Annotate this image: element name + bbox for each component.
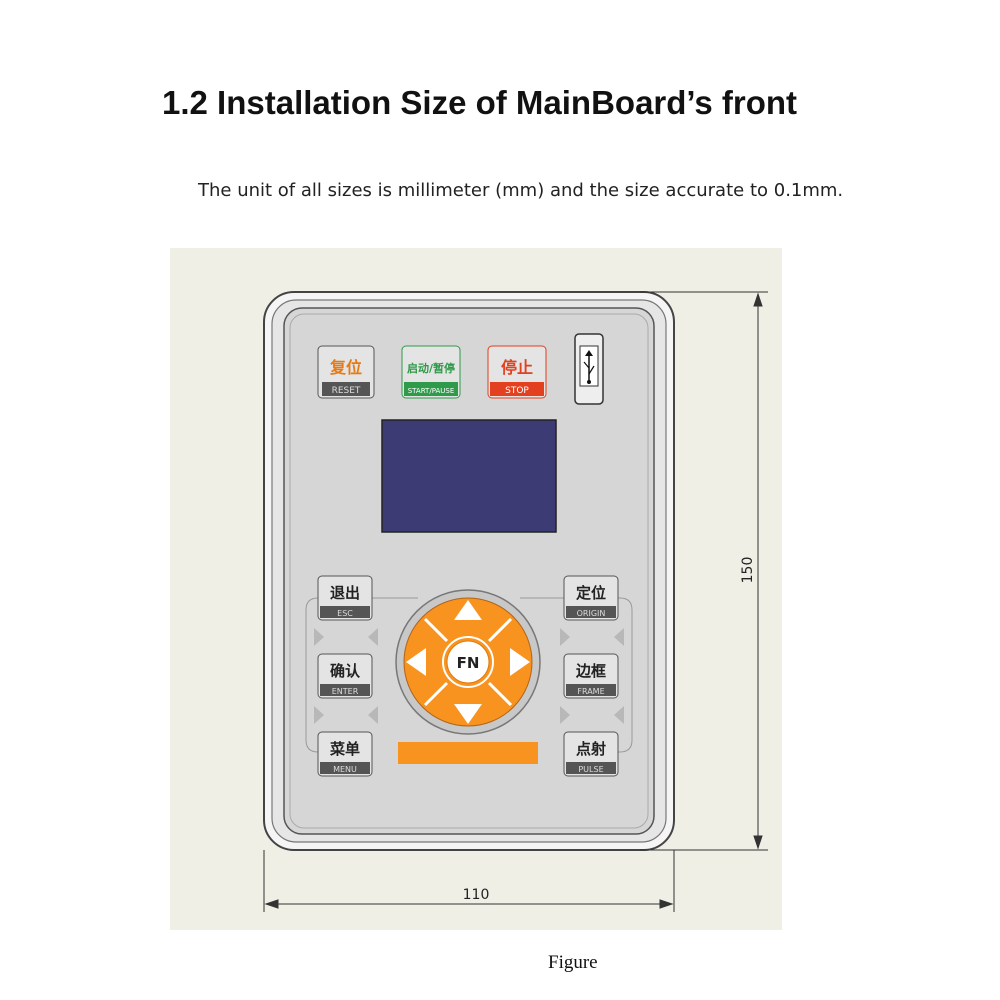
pulse-key-caption: PULSE <box>578 765 603 774</box>
esc-key[interactable]: 退出 ESC <box>317 575 373 621</box>
esc-key-caption: ESC <box>337 609 353 618</box>
esc-key-label: 退出 <box>330 584 360 602</box>
fn-key[interactable]: FN <box>442 636 494 688</box>
frame-key-label: 边框 <box>575 662 606 680</box>
start-pause-key[interactable]: 启动/暂停 START/PAUSE <box>401 345 461 399</box>
start-pause-key-label: 启动/暂停 <box>407 361 455 375</box>
width-dimension <box>263 850 675 912</box>
reset-key[interactable]: 复位 RESET <box>317 345 375 399</box>
menu-key[interactable]: 菜单 MENU <box>317 731 373 777</box>
frame-key-caption: FRAME <box>577 687 604 696</box>
start-pause-key-caption: START/PAUSE <box>408 387 455 395</box>
reset-key-label: 复位 <box>329 358 362 377</box>
stop-key-caption: STOP <box>505 386 529 396</box>
left-arrow-icon[interactable] <box>406 648 426 676</box>
enter-key-caption: ENTER <box>332 687 359 696</box>
stop-key-label: 停止 <box>501 358 533 377</box>
up-arrow-icon[interactable] <box>454 600 482 620</box>
height-dimension <box>640 291 768 851</box>
down-arrow-icon[interactable] <box>454 704 482 724</box>
front-panel <box>283 307 655 835</box>
menu-key-label: 菜单 <box>329 740 360 758</box>
reset-key-caption: RESET <box>332 386 361 396</box>
enter-key[interactable]: 确认 ENTER <box>317 653 373 699</box>
pulse-key-label: 点射 <box>576 740 606 758</box>
enter-key-label: 确认 <box>330 662 361 680</box>
origin-key-caption: ORIGIN <box>577 609 606 618</box>
height-dimension-label: 150 <box>740 557 756 584</box>
right-arrow-icon[interactable] <box>510 648 530 676</box>
indicator-triangles <box>314 628 624 724</box>
frame-key[interactable]: 边框 FRAME <box>563 653 619 699</box>
origin-key-label: 定位 <box>576 584 606 602</box>
page-title: 1.2 Installation Size of MainBoard’s fro… <box>162 84 798 121</box>
figure-caption: Figure <box>548 952 598 973</box>
menu-key-caption: MENU <box>333 765 357 774</box>
usb-icon <box>574 333 604 405</box>
stop-key[interactable]: 停止 STOP <box>487 345 547 399</box>
origin-key[interactable]: 定位 ORIGIN <box>563 575 619 621</box>
units-note: The unit of all sizes is millimeter (mm)… <box>198 180 844 201</box>
fn-key-label: FN <box>457 654 480 672</box>
pulse-key[interactable]: 点射 PULSE <box>563 731 619 777</box>
orange-strip <box>398 742 538 764</box>
side-grooves <box>305 597 633 753</box>
width-dimension-label: 110 <box>463 887 490 903</box>
lcd-screen <box>381 419 557 533</box>
